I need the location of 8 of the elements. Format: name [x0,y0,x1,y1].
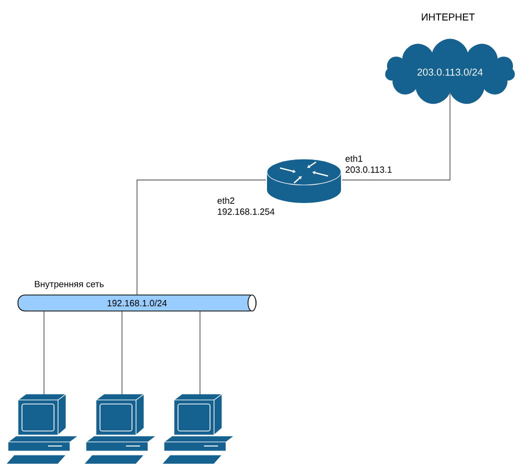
cloud-title: ИНТЕРНЕТ [422,14,475,20]
connection-line [136,180,266,296]
interface-label: eth2 192.168.1.254 [218,197,274,215]
interface-label: eth1 203.0.113.1 [346,155,392,173]
network-bus: 192.168.1.0/24 [18,294,256,312]
connection-line [342,92,450,180]
cloud: 203.0.113.0/24 [385,38,515,104]
bus-label: Внутренняя сеть [34,280,104,290]
